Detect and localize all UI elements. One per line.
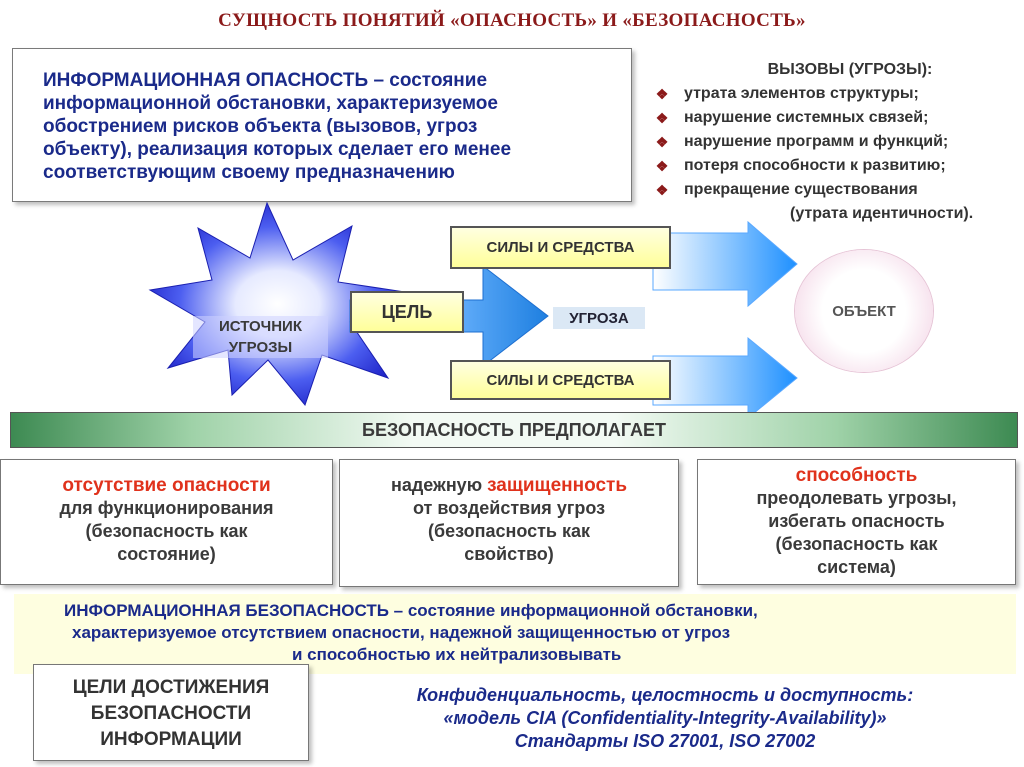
- card-absence-of-danger: отсутствие опасности для функционировани…: [0, 459, 333, 585]
- card-line: для функционирования: [1, 497, 332, 520]
- card-highlight: отсутствие опасности: [1, 474, 332, 497]
- security-definition-band: ИНФОРМАЦИОННАЯ БЕЗОПАСНОСТЬ – состояние …: [14, 594, 1016, 674]
- object-circle: ОБЪЕКТ: [795, 250, 933, 372]
- card-line: свойство): [340, 543, 678, 566]
- card-line: преодолевать угрозы,: [698, 487, 1015, 510]
- card-first-line: надежную защищенность: [340, 474, 678, 497]
- card-protection: надежную защищенность от воздействия угр…: [339, 459, 679, 587]
- bottom-forces-arrow: [653, 338, 797, 418]
- goals-line: ИНФОРМАЦИИ: [34, 727, 308, 753]
- card-line: (безопасность как: [1, 520, 332, 543]
- security-definition-line2: характеризуемое отсутствием опасности, н…: [14, 622, 1016, 644]
- threat-source-line2: УГРОЗЫ: [193, 337, 328, 358]
- threat-label: УГРОЗА: [553, 307, 645, 329]
- security-definition-line3: и способностью их нейтрализовывать: [14, 644, 1016, 666]
- card-highlight: защищенность: [487, 475, 627, 496]
- cia-model-text: Конфиденциальность, целостность и доступ…: [320, 684, 1010, 753]
- goals-line: БЕЗОПАСНОСТИ: [34, 701, 308, 727]
- card-pre: надежную: [391, 475, 487, 495]
- card-line: от воздействия угроз: [340, 497, 678, 520]
- card-line: система): [698, 556, 1015, 579]
- security-implies-bar: БЕЗОПАСНОСТЬ ПРЕДПОЛАГАЕТ: [10, 412, 1018, 448]
- cia-standards-line: Стандарты ISO 27001, ISO 27002: [320, 730, 1010, 753]
- card-line: (безопасность как: [698, 533, 1015, 556]
- cia-line1: Конфиденциальность, целостность и доступ…: [320, 684, 1010, 707]
- security-definition-line1: ИНФОРМАЦИОННАЯ БЕЗОПАСНОСТЬ – состояние …: [14, 600, 1016, 622]
- security-term: ИНФОРМАЦИОННАЯ БЕЗОПАСНОСТЬ: [64, 601, 389, 620]
- forces-box-top: СИЛЫ И СРЕДСТВА: [450, 226, 671, 269]
- cia-line2: «модель CIA (Confidentiality-Integrity-A…: [320, 707, 1010, 730]
- top-forces-arrow: [653, 222, 797, 306]
- threat-source-label: ИСТОЧНИК УГРОЗЫ: [193, 316, 328, 358]
- card-line: состояние): [1, 543, 332, 566]
- goal-box: ЦЕЛЬ: [350, 291, 464, 333]
- card-capability: способность преодолевать угрозы, избегат…: [697, 459, 1016, 585]
- forces-box-bottom: СИЛЫ И СРЕДСТВА: [450, 360, 671, 400]
- card-highlight: способность: [698, 464, 1015, 487]
- security-line1-rest: – состояние информационной обстановки,: [389, 601, 758, 620]
- card-line: (безопасность как: [340, 520, 678, 543]
- security-goals-box: ЦЕЛИ ДОСТИЖЕНИЯ БЕЗОПАСНОСТИ ИНФОРМАЦИИ: [33, 664, 309, 761]
- goals-line: ЦЕЛИ ДОСТИЖЕНИЯ: [34, 675, 308, 701]
- threat-source-line1: ИСТОЧНИК: [193, 316, 328, 337]
- card-line: избегать опасность: [698, 510, 1015, 533]
